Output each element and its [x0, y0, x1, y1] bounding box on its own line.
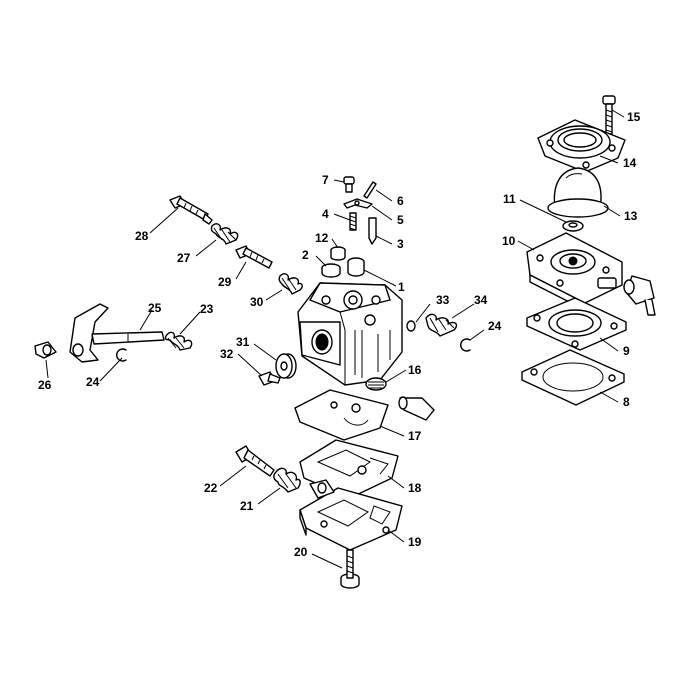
part-17-gasket	[294, 389, 389, 441]
part-21-spring	[273, 467, 301, 493]
part-8-gasket	[521, 349, 625, 406]
callout-5: 5	[397, 213, 404, 227]
callout-16: 16	[408, 363, 422, 377]
part-1-plug	[347, 257, 365, 277]
callout-26: 26	[38, 378, 52, 392]
callout-3: 3	[397, 237, 404, 251]
leader-lines	[45, 109, 625, 569]
callout-17: 17	[408, 429, 422, 443]
callout-10: 10	[502, 234, 516, 248]
part-15-screw	[602, 95, 616, 135]
callout-25: 25	[148, 301, 162, 315]
part-24-clip-right	[460, 338, 471, 352]
callout-32: 32	[220, 347, 234, 361]
part-27-spring	[210, 223, 239, 245]
part-19-metering-cover	[299, 479, 403, 551]
part-30-spring	[278, 273, 303, 295]
part-24-clip-left	[116, 348, 127, 362]
part-29-adjusting-screw	[235, 245, 273, 269]
callout-9: 9	[623, 344, 630, 358]
callout-27: 27	[177, 251, 191, 265]
callout-28: 28	[135, 229, 149, 243]
part-13-primer-bulb	[547, 167, 609, 218]
part-33-seal-ring	[406, 320, 416, 332]
fuel-fitting	[398, 396, 435, 421]
callout-18: 18	[408, 481, 422, 495]
callout-29: 29	[218, 275, 232, 289]
part-12-plug	[330, 246, 346, 261]
part-31-screw	[275, 353, 297, 379]
part-26-nut	[34, 341, 57, 359]
callout-23: 23	[200, 302, 214, 316]
callout-22: 22	[204, 481, 218, 495]
callout-21: 21	[240, 499, 254, 513]
part-23-spring	[164, 331, 193, 351]
part-25-throttle-shaft	[69, 303, 165, 363]
callout-1: 1	[398, 280, 405, 294]
part-14-end-cover	[537, 119, 626, 173]
callout-4: 4	[322, 207, 329, 221]
callout-24-right: 24	[488, 319, 502, 333]
part-32-screw	[258, 371, 281, 386]
part-20-screw	[340, 549, 360, 589]
callout-14: 14	[623, 156, 637, 170]
callout-31: 31	[236, 335, 250, 349]
part-9-pump-diaphragm	[526, 297, 627, 351]
part-6-pin	[363, 181, 377, 199]
callout-labels: 1 2 3 4 5 6 7 8 9 10 11 12 13 14 15 16 1…	[38, 110, 641, 559]
part-4-spring	[349, 212, 357, 231]
part-2-plug	[321, 263, 341, 278]
callout-7: 7	[322, 173, 329, 187]
part-22-adjusting-screw	[235, 445, 275, 477]
callout-34: 34	[474, 293, 488, 307]
callout-2: 2	[302, 248, 309, 262]
carburetor-body	[297, 282, 403, 386]
callout-12: 12	[315, 231, 329, 245]
part-5-inlet-lever	[343, 198, 373, 209]
part-7-screw	[343, 176, 355, 193]
callout-8: 8	[623, 395, 630, 409]
part-28-adjusting-screw	[169, 195, 213, 225]
callout-6: 6	[397, 194, 404, 208]
callout-15: 15	[627, 110, 641, 124]
callout-20: 20	[294, 545, 308, 559]
part-3-needle	[368, 217, 377, 245]
callout-13: 13	[624, 209, 638, 223]
callout-11: 11	[503, 192, 516, 206]
part-10-pump-housing	[526, 232, 656, 316]
callout-24-left: 24	[86, 375, 100, 389]
callout-30: 30	[250, 295, 264, 309]
part-34-spring	[425, 313, 458, 337]
callout-19: 19	[408, 535, 422, 549]
callout-33: 33	[436, 293, 450, 307]
part-16-filter-screen	[365, 377, 387, 391]
part-11-valve	[562, 220, 584, 232]
